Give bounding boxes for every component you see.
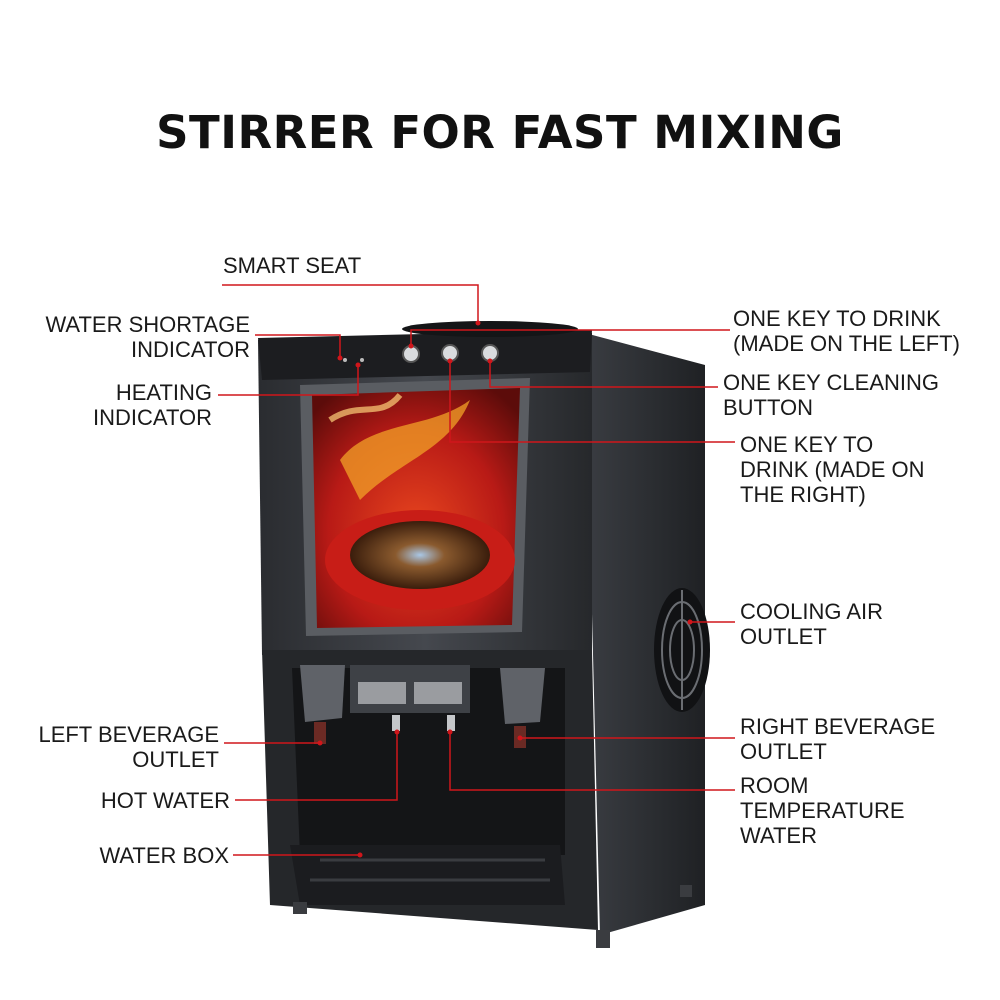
label-left-outlet: LEFT BEVERAGE OUTLET (38, 722, 219, 772)
leader-cleaning (489, 361, 718, 388)
dispensing-cavity (292, 668, 565, 855)
foot-front (596, 930, 610, 948)
label-water-shortage: WATER SHORTAGE INDICATOR (45, 312, 250, 362)
leader-one-key-right (449, 361, 735, 443)
foot-right (680, 885, 692, 897)
foot-left (293, 902, 307, 914)
label-hot-water: HOT WATER (100, 788, 230, 813)
label-cleaning: ONE KEY CLEANING BUTTON (723, 370, 939, 420)
label-water-box: WATER BOX (99, 843, 229, 868)
label-cooling: COOLING AIR OUTLET (740, 599, 884, 649)
leader-hot-water (235, 732, 398, 801)
machine-side-panel (585, 333, 705, 935)
smart-seat-disk (402, 321, 578, 337)
leader-water-shortage (255, 334, 341, 358)
left-nozzle (300, 665, 345, 722)
leader-room-temp (449, 732, 735, 791)
poster-coffee (350, 521, 490, 589)
machine-top-cap (258, 330, 592, 380)
right-nozzle (500, 668, 545, 724)
label-one-key-right: ONE KEY TO DRINK (MADE ON THE RIGHT) (740, 432, 925, 507)
label-smart-seat: SMART SEAT (223, 253, 362, 278)
leader-smart-seat (222, 284, 479, 323)
label-room-temp: ROOM TEMPERATURE WATER (740, 773, 905, 848)
leader-one-key-left (410, 329, 730, 346)
leader-lines (218, 284, 735, 856)
water-box (290, 845, 565, 905)
label-right-outlet: RIGHT BEVERAGE OUTLET (740, 714, 936, 764)
leader-heating (218, 365, 359, 396)
label-one-key-left: ONE KEY TO DRINK (MADE ON THE LEFT) (733, 306, 960, 356)
page-title: STIRRER FOR FAST MIXING (156, 106, 844, 159)
label-heating: HEATING INDICATOR (93, 380, 212, 430)
